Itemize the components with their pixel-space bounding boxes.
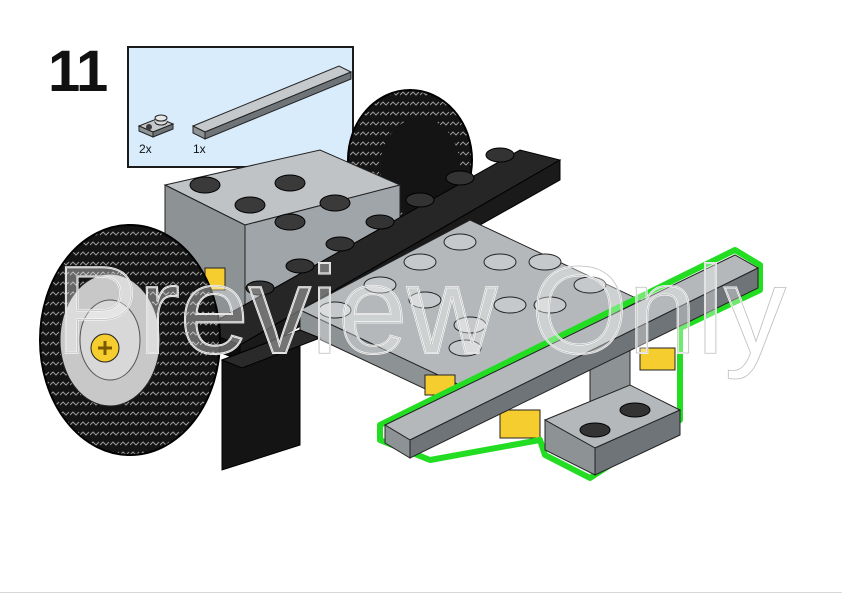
part-quantity-clip: 2x bbox=[139, 142, 152, 156]
front-wheel bbox=[39, 224, 221, 456]
black-beam-studs bbox=[245, 147, 515, 296]
black-side-panel bbox=[220, 329, 322, 471]
step-number: 11 bbox=[48, 39, 108, 104]
parts-callout-art bbox=[137, 65, 353, 140]
page-bottom-rule bbox=[0, 592, 842, 593]
base-plate-studs bbox=[318, 233, 607, 357]
preview-watermark: Preview Only Preview Only bbox=[55, 241, 787, 381]
parts-callout: 2x 1x bbox=[127, 46, 354, 168]
tile-1x8-part-icon bbox=[191, 65, 353, 140]
highlighted-new-part bbox=[377, 247, 763, 481]
watermark-text: Preview Only bbox=[56, 242, 786, 380]
plate-clip-part-icon bbox=[137, 114, 175, 138]
watermark-outline: Preview Only bbox=[56, 242, 786, 380]
gray-block-studs bbox=[189, 174, 351, 231]
part-quantity-tile: 1x bbox=[193, 142, 206, 156]
